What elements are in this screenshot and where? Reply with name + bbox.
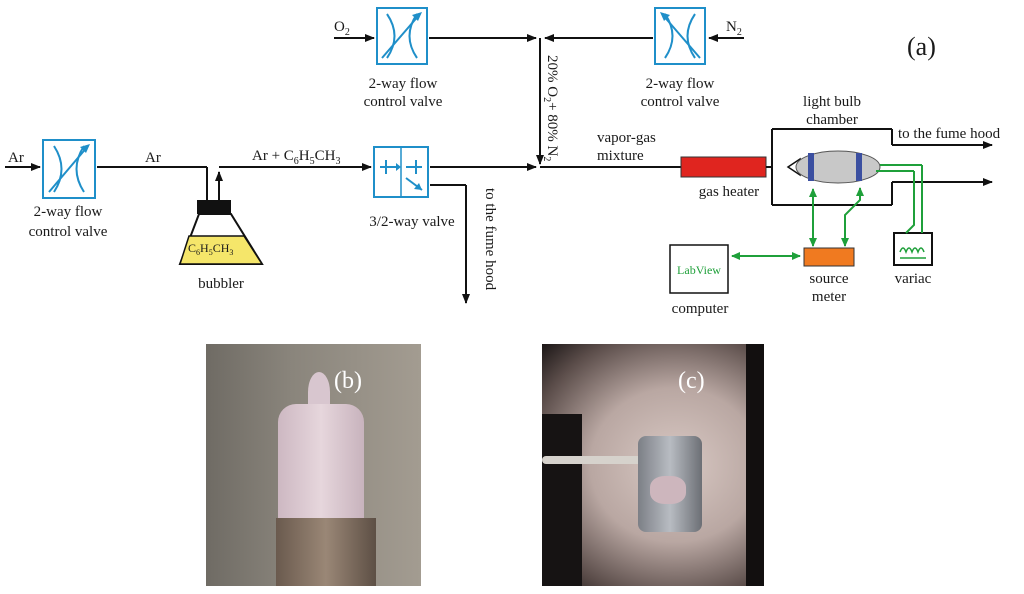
source-meter — [803, 247, 855, 267]
dark-corner-right — [746, 344, 764, 586]
source-meter-lead-2 — [841, 187, 864, 247]
sample-body — [278, 404, 364, 524]
photo-panel-c: (c) — [542, 344, 764, 586]
sample-holder — [276, 518, 376, 586]
ar-flow-control-valve-icon — [42, 139, 96, 199]
variac-label: variac — [895, 271, 932, 287]
wire-rod — [542, 456, 692, 464]
gas-heater-label: gas heater — [699, 184, 759, 200]
variac-icon — [893, 232, 933, 266]
o2-flow-control-valve-icon — [376, 7, 428, 65]
variac-wire-2 — [905, 171, 915, 234]
fume-hood-right-label: to the fume hood — [898, 126, 1001, 142]
sample-tip — [308, 372, 330, 412]
n2-label: N2 — [726, 19, 742, 38]
three-two-way-valve-icon — [373, 146, 429, 198]
three-two-valve-label: 3/2-way valve — [369, 214, 455, 230]
gas-heater — [680, 156, 767, 178]
computer-screen-label: LabView — [677, 263, 721, 277]
fume-hood-vertical-label: to the fume hood — [482, 188, 498, 291]
panel-a-tag: (a) — [907, 32, 936, 61]
panel-c-tag: (c) — [678, 368, 705, 394]
light-bulb-chamber — [766, 128, 993, 206]
dark-corner-left — [542, 414, 582, 586]
ar-toluene-label: Ar + C6H5CH3 — [252, 148, 340, 167]
ar-after-valve-label: Ar — [145, 150, 161, 166]
ar-inlet-label: Ar — [8, 150, 24, 166]
sample-pellet — [650, 476, 686, 504]
bubbler-flask-icon — [178, 200, 264, 265]
panel-b-tag: (b) — [334, 368, 362, 394]
n2-flow-control-valve-icon — [654, 7, 706, 65]
bubbler-label: bubbler — [198, 276, 244, 292]
o2-n2-mix-label: 20% O2+ 80% N2 — [541, 55, 560, 161]
bubbler-content-label: C6H5CH3 — [188, 241, 233, 257]
computer-label: computer — [672, 301, 729, 317]
light-bulb-icon — [786, 150, 922, 184]
o2-label: O2 — [334, 19, 350, 38]
computer-monitor-icon — [669, 244, 729, 294]
photo-panel-b: (b) — [206, 344, 421, 586]
